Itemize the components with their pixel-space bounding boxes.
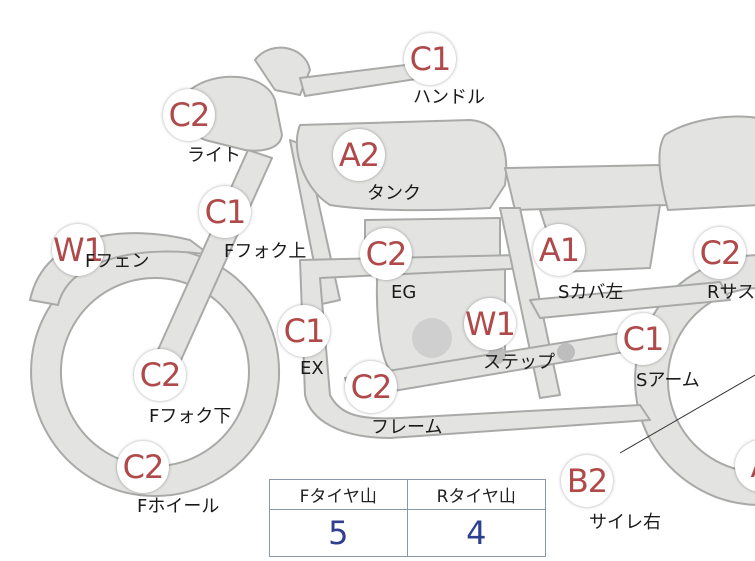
frame-shape [299, 254, 651, 439]
grade-badge: C2 [117, 441, 169, 493]
rear-tire-value: 4 [466, 514, 487, 552]
part-label: サイレ右 [589, 512, 661, 533]
part-label: フレーム [371, 417, 443, 438]
part-label: EG [391, 282, 417, 303]
part-label: Sアーム [636, 370, 700, 391]
table-header-rear-tire: Rタイヤ山 [407, 480, 545, 510]
grade-badge: W1 [464, 298, 516, 350]
grade-badge: C1 [199, 186, 251, 238]
leader-line [619, 374, 755, 454]
grade-badge: A [735, 440, 755, 492]
part-label: Fフォク下 [149, 406, 232, 427]
step-peg [488, 346, 506, 364]
part-label: ライト [187, 145, 241, 166]
engine-case [412, 318, 452, 358]
grade-badge: C2 [360, 228, 412, 280]
grade-badge: C1 [617, 313, 669, 365]
part-label: Fフォク上 [224, 241, 307, 262]
swingarm-shape [529, 281, 731, 319]
tail-shape [658, 115, 755, 211]
grade-badge: C2 [163, 89, 215, 141]
grade-badge: W1 [52, 224, 104, 276]
grade-badge: A1 [533, 224, 585, 276]
part-label: ステップ [483, 352, 555, 373]
part-label: Sカバ左 [558, 282, 624, 303]
part-label: タンク [367, 183, 421, 204]
grade-badge: C2 [134, 349, 186, 401]
table-header-front-tire: Fタイヤ山 [270, 480, 408, 510]
rear-wheel-shape [634, 254, 755, 506]
grade-badge: C2 [694, 227, 746, 279]
grade-badge: A2 [333, 129, 385, 181]
part-label: Rサス [707, 282, 755, 303]
step-peg-2 [557, 343, 575, 361]
grade-badge: C1 [278, 305, 330, 357]
part-label: Fフェン [85, 251, 150, 272]
part-label: Fホイール [137, 496, 220, 517]
grade-badge: B2 [561, 455, 613, 507]
seat-shape [504, 164, 671, 211]
grade-badge: C2 [345, 361, 397, 413]
part-label: EX [300, 358, 324, 379]
part-label: ハンドル [413, 87, 485, 108]
tire-tread-table: Fタイヤ山 Rタイヤ山 5 4 [269, 479, 546, 557]
grade-badge: C1 [404, 33, 456, 85]
front-tire-value: 5 [270, 510, 408, 556]
